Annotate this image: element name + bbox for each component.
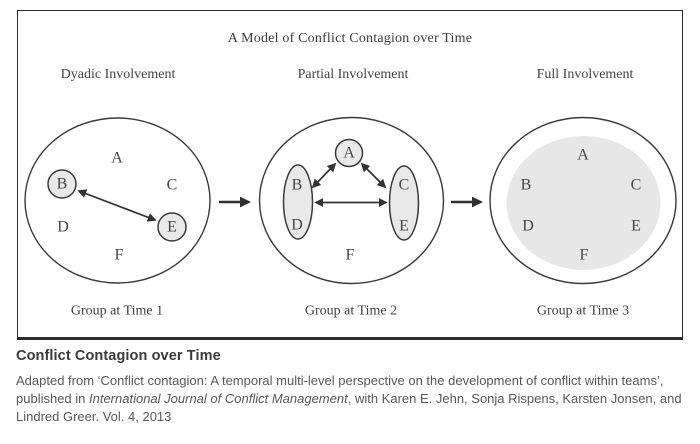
stage1-member-c: C	[167, 177, 178, 194]
contagion-diagram: A C D F B E Group at Time 1	[24, 116, 677, 319]
stage2-right-pair-ellipse	[388, 165, 420, 241]
stage3-member-f: F	[580, 247, 589, 264]
stage1-group: A C D F B E Group at Time 1	[24, 117, 211, 319]
flow-arrow-2	[451, 196, 483, 208]
stage3-member-e: E	[631, 218, 641, 235]
stage2-group: A B D C E F Group at Time 2	[258, 116, 445, 319]
stage2-member-b: B	[292, 177, 303, 194]
stage3-member-d: D	[522, 218, 534, 235]
stage1-node-e-circle	[157, 212, 187, 242]
stage1-group-boundary	[24, 117, 211, 284]
stage2-member-c: C	[399, 177, 410, 194]
stage2-left-pair-ellipse	[282, 164, 314, 240]
stage1-node-b-label: B	[57, 176, 68, 193]
figure-caption-block: Conflict Contagion over Time Adapted fro…	[16, 348, 692, 426]
stage3-group: A B C D E F Group at Time 3	[489, 116, 677, 319]
figure-title: A Model of Conflict Contagion over Time	[227, 31, 473, 46]
stage2-caption: Group at Time 2	[305, 304, 397, 319]
stage-heading-partial: Partial Involvement	[297, 67, 409, 82]
dyad-conflict-arrow	[77, 189, 157, 222]
caption-body-after: , with Karen E. Jehn, Sonja Rispens, Kar…	[16, 391, 682, 424]
stage1-node-e-label: E	[167, 219, 177, 236]
stage3-member-b: B	[521, 177, 532, 194]
stage2-node-a-label: A	[343, 145, 355, 162]
stage-heading-dyadic: Dyadic Involvement	[60, 67, 176, 82]
caption-heading: Conflict Contagion over Time	[16, 348, 221, 364]
stage-heading-full: Full Involvement	[536, 67, 634, 82]
stage3-member-c: C	[631, 177, 642, 194]
flow-arrow-1-head	[240, 196, 251, 208]
figure-panel: A Model of Conflict Contagion over Time …	[17, 10, 683, 340]
stage1-member-d: D	[57, 219, 69, 236]
flow-arrow-2-head	[472, 196, 483, 208]
caption-body: Adapted from ‘Conflict contagion: A temp…	[16, 372, 692, 426]
stage3-caption: Group at Time 3	[537, 304, 629, 319]
stage1-member-f: F	[115, 247, 124, 264]
caption-body-before: Adapted from ‘Conflict contagion: A temp…	[16, 373, 664, 406]
stage3-member-a: A	[577, 147, 589, 164]
stage2-arrow-a-right	[360, 162, 387, 189]
stage2-group-boundary	[258, 116, 445, 285]
stage1-member-a: A	[111, 150, 123, 167]
stage2-arrow-a-left	[311, 162, 337, 189]
flow-arrow-1	[219, 196, 251, 208]
stage2-member-e: E	[399, 218, 409, 235]
stage3-full-involvement-disc	[506, 136, 661, 270]
stage3-group-boundary	[489, 116, 677, 285]
stage2-member-d: D	[291, 217, 303, 234]
stage1-node-b-circle	[47, 169, 77, 199]
stage1-caption: Group at Time 1	[71, 304, 163, 319]
stage2-node-a-circle	[334, 138, 364, 168]
stage2-member-f: F	[346, 247, 355, 264]
caption-journal-title: International Journal of Conflict Manage…	[89, 391, 348, 406]
